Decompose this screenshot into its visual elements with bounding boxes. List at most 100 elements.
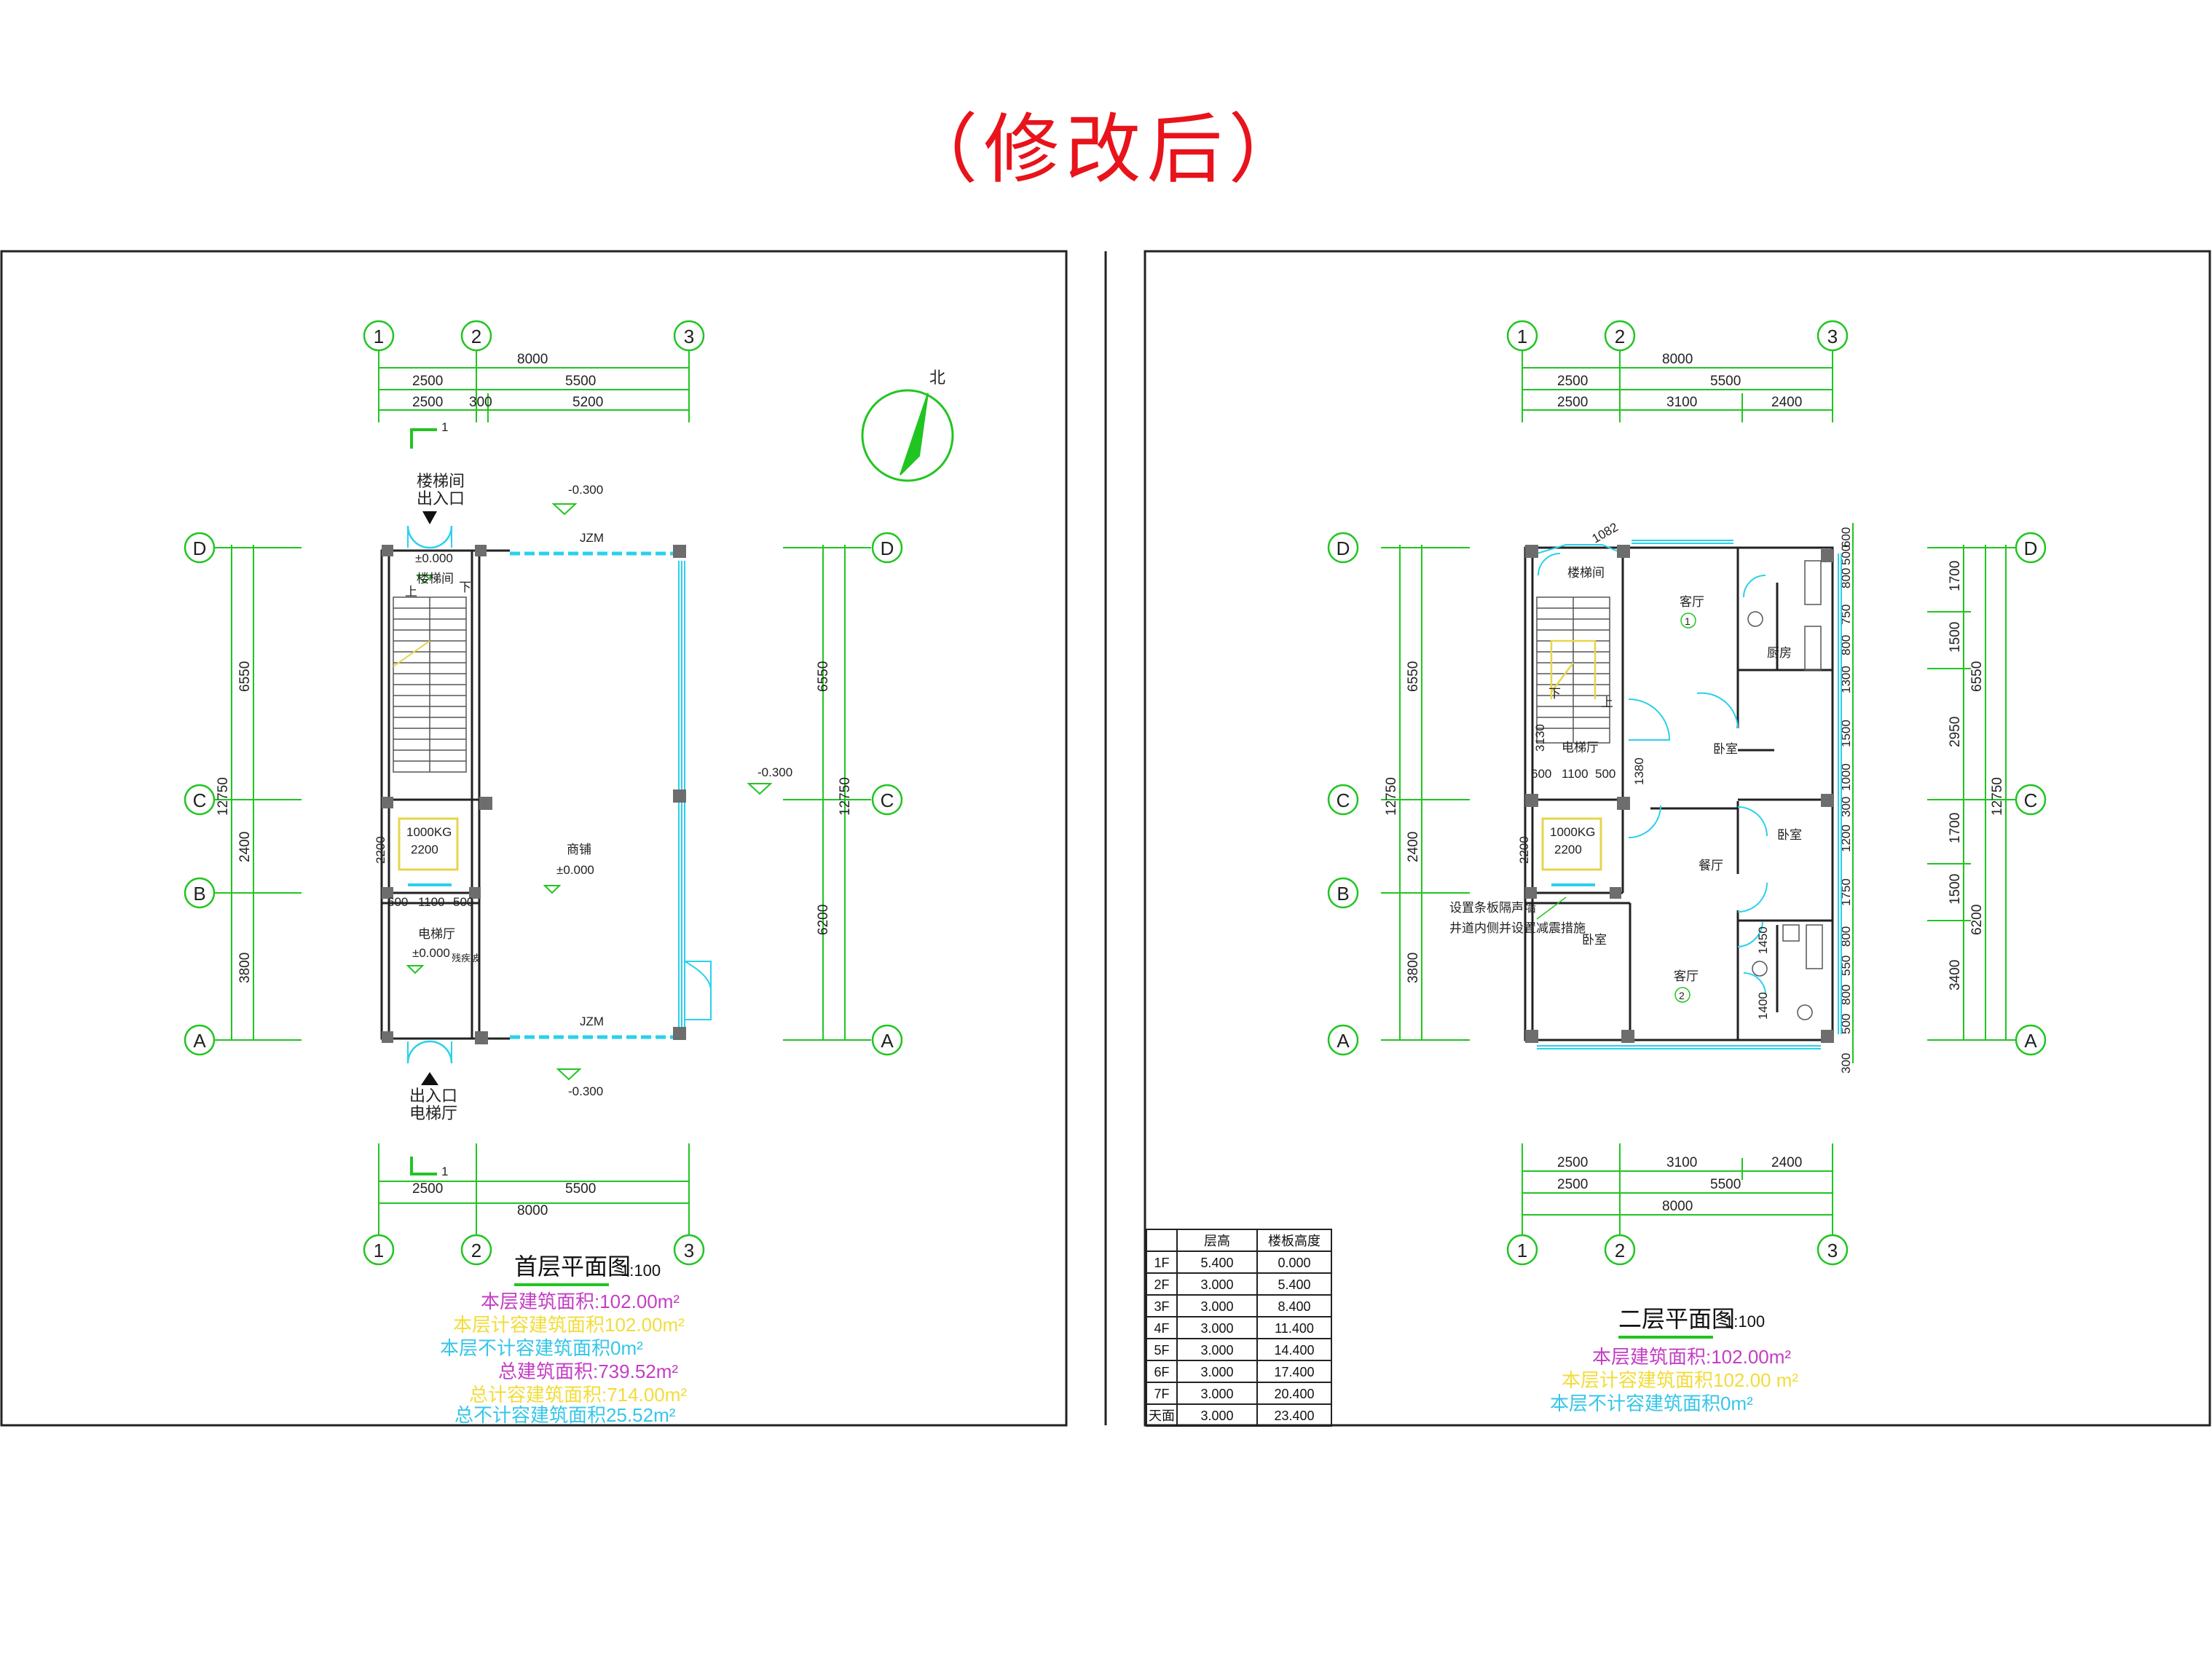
second-inner-dim-4: 750 [1839,604,1853,625]
floor-table-r5-height: 3.000 [1200,1343,1233,1358]
second-kitchen-label: 厨房 [1767,646,1792,660]
second-inner-dim-15: 500 [1839,1014,1853,1034]
second-floor-plan: 8000 2500 5500 2500 3100 2400 1 2 3 1275… [1327,320,2047,1414]
second-inner-dim-13: 550 [1839,956,1853,976]
floor-table-r3-height: 3.000 [1200,1299,1233,1314]
page-title: （修改后） [902,105,1310,194]
floor-table-r5-slab: 14.400 [1274,1343,1314,1358]
floor-table-r5-floor: 5F [1154,1343,1169,1358]
second-inner-dim-3: 800 [1839,568,1853,588]
ground-dim-right-overall: 12750 [838,777,853,816]
ground-lobby-entrance-label-2: 电梯厅 [409,1104,457,1122]
second-axis-top-1: 1 [1517,326,1527,347]
second-area-1: 本层建筑面积:102.00m² [1592,1346,1791,1368]
ground-dims-left [213,545,302,1041]
second-dim-bottom-b1: 2500 [1557,1177,1588,1192]
second-axis-left-c: C [1337,789,1350,811]
ground-axis-bubbles-right [871,532,903,1056]
second-elev-dim-height: 2200 [1517,836,1531,864]
ground-dim-left-1: 6550 [237,661,253,692]
ground-axis-right-d: D [881,537,894,559]
floor-table-r1-height: 5.400 [1200,1256,1233,1270]
ground-stair [393,596,467,773]
ground-axis-bottom-2: 2 [471,1240,481,1261]
second-elevator-size: 2200 [1554,843,1582,856]
ground-stairwell-label: 楼梯间 [417,572,454,586]
second-dim-right-1: 1700 [1948,561,1963,591]
second-living2-label: 客厅 [1674,969,1699,983]
second-dim-bottom-a2: 3100 [1666,1155,1697,1170]
second-dims-right [1927,545,2031,1041]
second-living1-label: 客厅 [1680,595,1704,609]
compass-needle-icon [900,393,929,476]
second-bedroom1-label: 卧室 [1713,742,1738,756]
ground-level-stair-entry: ±0.000 [415,551,453,565]
ground-elevator-load: 1000KG [406,825,452,839]
second-dim-right-3: 2950 [1948,717,1963,747]
floor-table-header-height: 层高 [1204,1234,1230,1248]
second-dim-left-2: 2400 [1406,832,1421,862]
second-dim-top-a2: 5500 [1710,374,1741,389]
second-unit1-label: 1 [1685,615,1691,627]
ground-dim-top-b1: 2500 [412,395,443,410]
ground-section-mark-top: 1 [441,420,448,434]
ground-plan-scale: 1:100 [621,1261,661,1280]
ground-floor-plan: 8000 2500 5500 2500 300 5200 1 2 3 1 1 1… [184,320,954,1426]
second-axis-right-c: C [2024,789,2038,811]
ground-door-top: JZM [580,531,604,545]
second-dim-right-5: 1500 [1948,874,1963,905]
ground-dim-left-overall: 12750 [216,777,231,816]
ground-area-5: 总计容建筑面积:714.00m² [469,1384,687,1406]
second-dim-left-1: 6550 [1406,661,1421,692]
sheet-frames [0,250,2211,1427]
second-bedroom2-label: 卧室 [1777,828,1802,842]
second-unit1-marker [1680,612,1696,629]
floor-table-header-slab: 楼板高度 [1268,1234,1320,1248]
second-elev-dim-3: 500 [1595,767,1615,781]
second-unit2-marker [1674,987,1691,1003]
second-walls [1524,546,1834,1041]
ground-axis-left-d: D [193,537,207,559]
ground-axis-left-a: A [193,1030,206,1052]
ground-axis-bubbles-bottom [363,1234,705,1266]
ground-lobby-entrance-label: 出入口 [409,1087,457,1105]
compass-north-label: 北 [929,369,945,387]
ground-axis-top-3: 3 [684,326,694,347]
compass-ring [861,389,954,482]
ground-level-bottom: -0.300 [568,1084,603,1098]
second-axis-bubbles-top [1506,320,1849,352]
second-dim-3130: 3130 [1533,724,1547,752]
second-inner-dim-2: 500 [1839,545,1853,565]
second-axis-left-b: B [1337,883,1349,905]
second-lobby-label: 电梯厅 [1562,741,1599,755]
second-dim-bottom-a3: 2400 [1771,1155,1802,1170]
ground-axis-bottom-1: 1 [374,1240,384,1261]
floor-table-r8-height: 3.000 [1200,1409,1233,1423]
ground-dim-top-b2: 300 [469,395,492,410]
second-dim-bottom-overall: 8000 [1662,1199,1693,1214]
ground-dim-top-a2: 5500 [565,374,596,389]
ground-axis-bubbles-top [363,320,705,352]
ground-level-lobby: ±0.000 [412,946,450,960]
ground-entrance-arrows [421,511,438,1085]
ground-dim-left-2: 2400 [237,832,253,862]
ground-dim-left-3: 3800 [237,953,253,983]
ground-area-1: 本层建筑面积:102.00m² [481,1291,680,1312]
ground-stair-entrance-label-2: 出入口 [417,489,465,508]
ground-elevator [398,817,459,886]
floor-table-r4-slab: 11.400 [1275,1321,1314,1336]
second-axis-bubbles-right [2015,532,2047,1056]
second-stair-arrows [1550,639,1597,699]
ground-dim-right-1: 6550 [816,661,831,692]
second-inner-dim-6: 1300 [1839,666,1853,693]
second-dim-top-overall: 8000 [1662,352,1693,367]
second-axis-top-3: 3 [1827,326,1838,347]
second-unit2-label: 2 [1679,990,1685,1001]
second-dining-label: 餐厅 [1699,859,1723,873]
second-elevator-load: 1000KG [1550,825,1595,839]
ground-stair-down-label: 下 [459,580,471,594]
ground-door-bottom: JZM [580,1015,604,1028]
floor-table-r2-floor: 2F [1154,1277,1169,1292]
second-dim-top-b2: 3100 [1666,395,1697,410]
ground-stair-arrow [393,640,430,667]
